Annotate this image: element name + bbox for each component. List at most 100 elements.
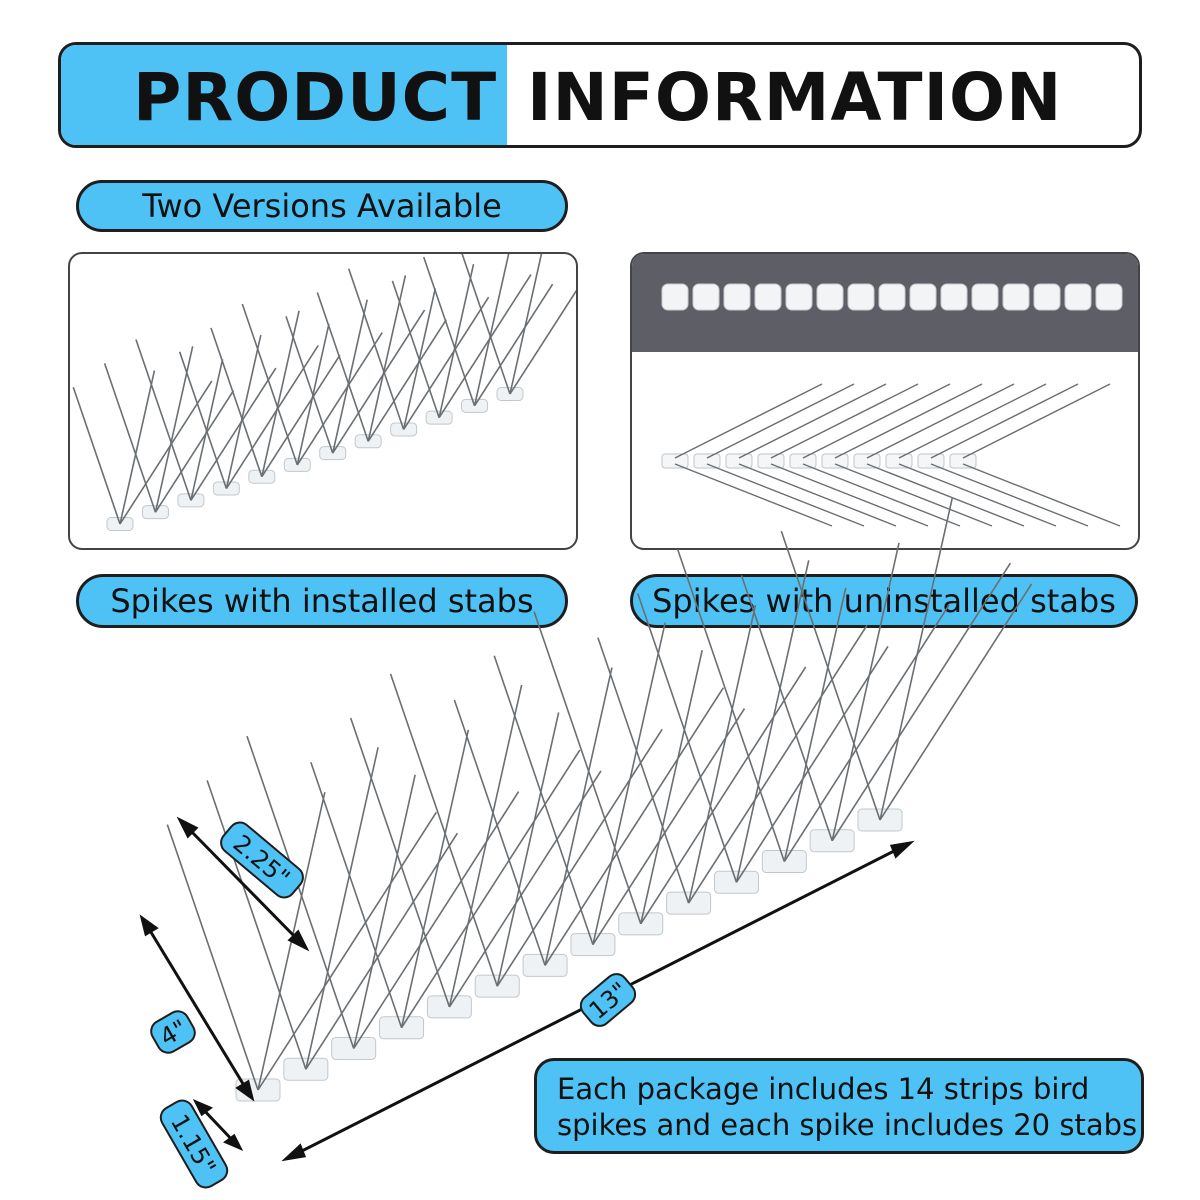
spike-wire bbox=[352, 774, 416, 1049]
uninstalled-spikes-illustration bbox=[632, 254, 1138, 527]
spike-wire bbox=[305, 832, 459, 1070]
versions-label: Two Versions Available bbox=[76, 180, 568, 232]
base-segment bbox=[909, 283, 937, 311]
spike-wire bbox=[783, 587, 847, 862]
spike-wire bbox=[391, 280, 440, 418]
spike-wire bbox=[257, 791, 326, 1091]
spike-wire bbox=[592, 622, 666, 945]
spike-wire bbox=[257, 811, 437, 1091]
spike-wire bbox=[119, 380, 213, 525]
base-segment bbox=[971, 283, 999, 311]
spike-wire bbox=[493, 655, 594, 945]
stab-wire-down bbox=[770, 463, 929, 527]
stab-wire-down bbox=[706, 463, 865, 527]
strip-base-segment bbox=[331, 1036, 377, 1060]
base-segment bbox=[661, 283, 689, 311]
banner-accent bbox=[61, 45, 507, 145]
spike-wire bbox=[448, 770, 602, 1008]
spike-wire bbox=[639, 649, 703, 925]
spike-wire bbox=[178, 351, 228, 489]
spike-wire bbox=[210, 327, 263, 477]
spike-wire bbox=[637, 593, 738, 883]
spike-wire bbox=[119, 370, 156, 525]
strip-base-segment bbox=[713, 870, 759, 894]
spike-wire bbox=[448, 684, 523, 1008]
strip-base-segment bbox=[666, 891, 712, 915]
spike-wire bbox=[154, 390, 235, 513]
spike-wire bbox=[453, 699, 546, 966]
base-segment bbox=[1064, 283, 1092, 311]
spike-wire bbox=[241, 303, 299, 466]
stab-wire-up bbox=[962, 383, 1111, 459]
spike-wire bbox=[261, 354, 341, 478]
installed-spikes-illustration bbox=[72, 254, 576, 531]
strip-base-segment bbox=[761, 850, 807, 874]
spike-height-label: 2.25" bbox=[215, 816, 309, 904]
stab-wire-up bbox=[706, 383, 855, 459]
stab-wire-up bbox=[802, 383, 951, 459]
stab-wire-up bbox=[770, 383, 919, 459]
spike-wire bbox=[389, 673, 498, 987]
spike-wire bbox=[349, 717, 451, 1008]
stab-wire-down bbox=[898, 463, 1057, 527]
spike-wire bbox=[509, 254, 543, 395]
width-label: 1.15" bbox=[155, 1095, 233, 1193]
base-segment bbox=[1002, 283, 1030, 311]
stab-wire-down bbox=[962, 463, 1121, 527]
installed-label: Spikes with installed stabs bbox=[76, 574, 568, 628]
spike-wire bbox=[285, 316, 334, 454]
uninstalled-label: Spikes with uninstalled stabs bbox=[630, 574, 1138, 628]
spike-wire bbox=[496, 728, 663, 987]
strip-base-segment bbox=[235, 1078, 281, 1102]
spike-wire bbox=[190, 367, 277, 501]
banner-word-information: INFORMATION bbox=[527, 59, 1063, 136]
strip-base-segment bbox=[474, 974, 520, 998]
stab-wire-up bbox=[898, 383, 1047, 459]
spike-wire bbox=[544, 667, 613, 966]
base-segment bbox=[1033, 283, 1061, 311]
stab-holder bbox=[885, 453, 913, 469]
base-segment bbox=[940, 283, 968, 311]
spike-wire bbox=[332, 309, 426, 454]
strip-base-segment bbox=[522, 953, 568, 977]
strip-base-segment bbox=[857, 808, 903, 832]
stab-wire-down bbox=[866, 463, 1025, 527]
spike-wire bbox=[72, 387, 121, 525]
strip-base-segment bbox=[809, 829, 855, 853]
spike-wire bbox=[544, 687, 725, 966]
base-segment bbox=[754, 283, 782, 311]
spike-wire bbox=[331, 299, 368, 454]
installed-spikes-panel bbox=[68, 252, 578, 550]
spike-wire bbox=[473, 254, 510, 406]
strip-base-segment bbox=[426, 995, 472, 1019]
strip-base-segment bbox=[618, 912, 664, 936]
stab-wire-down bbox=[674, 463, 833, 527]
spike-wire bbox=[246, 735, 355, 1049]
base-segment bbox=[816, 283, 844, 311]
stab-wire-up bbox=[674, 383, 823, 459]
base-segment bbox=[692, 283, 720, 311]
base-segment bbox=[878, 283, 906, 311]
spike-wire bbox=[400, 749, 581, 1029]
stab-wire-up bbox=[834, 383, 983, 459]
stab-wire-up bbox=[866, 383, 1015, 459]
banner-word-product: PRODUCT bbox=[133, 59, 498, 136]
stab-wire-up bbox=[738, 383, 887, 459]
base-segment bbox=[847, 283, 875, 311]
package-note-line1: Each package includes 14 strips bird bbox=[557, 1072, 1090, 1106]
spike-wire bbox=[367, 319, 447, 442]
spike-wire bbox=[316, 292, 369, 442]
spike-wire bbox=[473, 283, 554, 407]
strip-base-segment bbox=[177, 493, 205, 508]
spike-wire bbox=[438, 264, 475, 418]
spike-wire bbox=[687, 605, 757, 904]
stab-holder bbox=[725, 453, 753, 469]
spike-wire bbox=[135, 339, 192, 501]
spike-wire bbox=[103, 363, 157, 513]
uninstalled-spikes-panel bbox=[630, 252, 1140, 550]
strip-base-segment bbox=[248, 469, 276, 484]
spike-wire bbox=[461, 254, 511, 395]
stab-holder bbox=[853, 453, 881, 469]
spike-wire bbox=[640, 666, 807, 925]
stab-holder bbox=[693, 453, 721, 469]
